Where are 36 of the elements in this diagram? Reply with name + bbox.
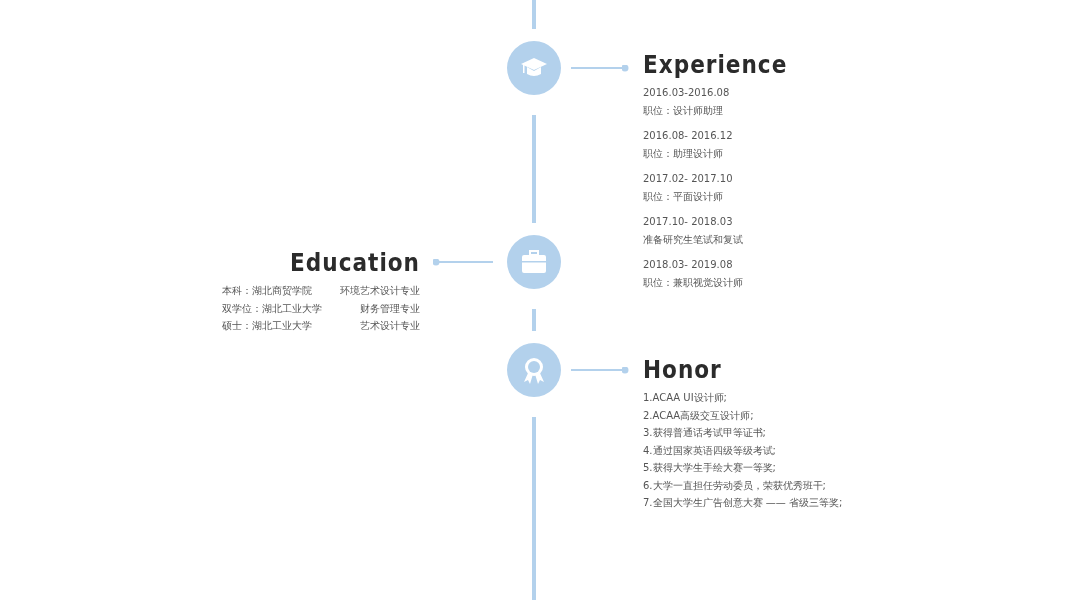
timeline-line	[532, 115, 536, 223]
timeline-line	[532, 0, 536, 29]
connector-line	[570, 64, 629, 72]
resume-text: 2017.10- 2018.03	[643, 215, 734, 229]
resume-text: 准备研究生笔试和复试	[643, 232, 744, 247]
resume-text: 2016.03-2016.08	[643, 86, 731, 100]
connector-line	[570, 366, 629, 374]
resume-text: 2018.03- 2019.08	[643, 258, 734, 272]
resume-text: 2.ACAA高级交互设计师;	[643, 408, 755, 423]
section-heading: Experience	[643, 50, 788, 80]
resume-text: 3.获得普通话考试甲等证书;	[643, 426, 767, 440]
resume-text: 艺术设计专业	[359, 319, 420, 333]
timeline-line	[532, 309, 536, 331]
icon-circle	[507, 343, 561, 397]
icon-circle	[507, 235, 561, 289]
resume-text: 双学位：湖北工业大学	[222, 301, 322, 316]
resume-text: 财务管理专业	[359, 301, 420, 316]
resume-text: 硕士：湖北工业大学	[222, 319, 313, 333]
resume-text: 2017.02- 2017.10	[643, 172, 734, 186]
resume-text: 6.大学一直担任劳动委员，荣获优秀班干;	[643, 478, 827, 493]
resume-text: 职位：兼职视觉设计师	[643, 275, 744, 290]
resume-text: 1.ACAA UI设计师;	[643, 391, 728, 405]
resume-text: 2016.08- 2016.12	[643, 129, 734, 143]
section-heading: Honor	[643, 355, 722, 385]
resume-text: 本科：湖北商贸学院	[222, 284, 313, 298]
icon-circle	[507, 41, 561, 95]
resume-text: 5.获得大学生手绘大赛一等奖;	[643, 461, 777, 475]
resume-text: 4.通过国家英语四级等级考试;	[643, 443, 777, 458]
resume-text: 职位：助理设计师	[643, 146, 724, 161]
resume-text: 职位：平面设计师	[643, 189, 724, 204]
section-heading: Education	[290, 248, 420, 278]
timeline-line	[532, 417, 536, 600]
connector-line	[432, 258, 494, 266]
resume-text: 职位：设计师助理	[643, 103, 724, 118]
resume-text: 环境艺术设计专业	[340, 284, 420, 298]
resume-text: 7.全国大学生广告创意大赛 —— 省级三等奖;	[643, 496, 844, 510]
